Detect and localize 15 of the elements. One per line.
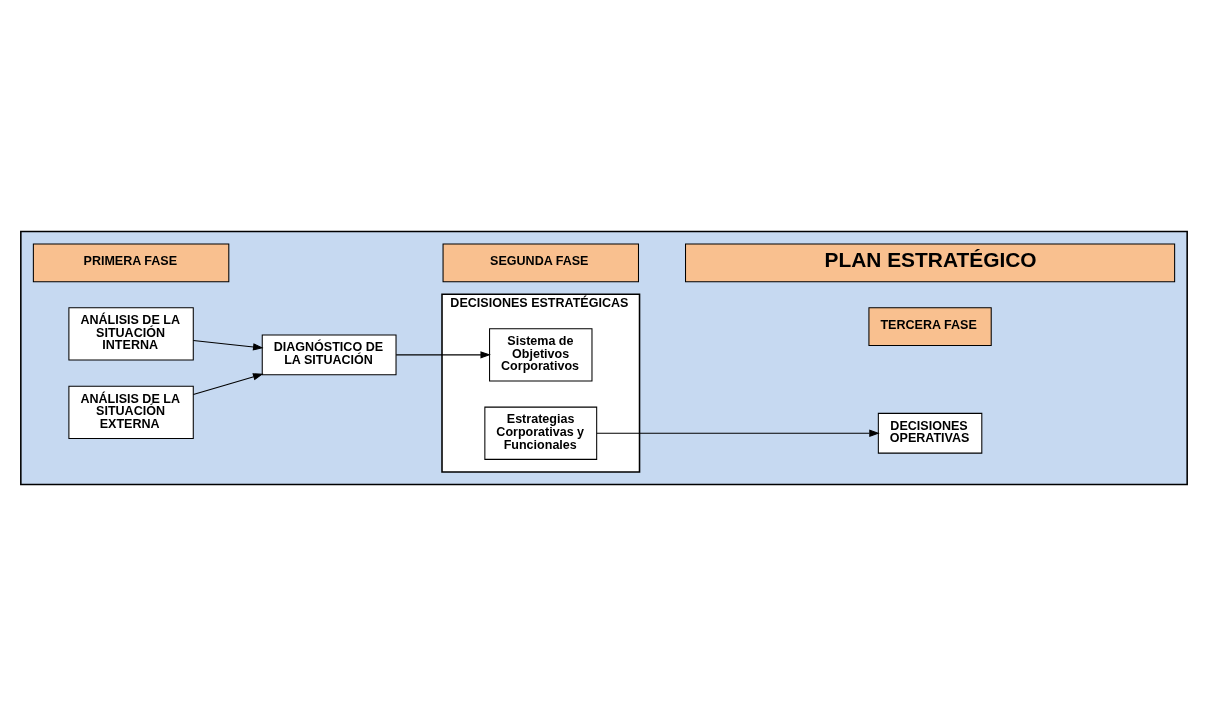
arrow (395, 350, 491, 359)
node-box: DIAGNÓSTICO DE LA SITUACIÓN (261, 334, 397, 375)
node-box: SEGUNDA FASE (442, 243, 639, 282)
node-box: PLAN ESTRATÉGICO (685, 243, 1176, 282)
arrow (192, 372, 264, 395)
node-box: ANÁLISIS DE LA SITUACIÓN EXTERNA (68, 385, 194, 439)
arrow (192, 339, 264, 350)
node-box: Sistema de Objetivos Corporativos (489, 327, 593, 381)
node-box: DECISIONES OPERATIVAS (877, 412, 983, 454)
cluster (20, 230, 1188, 485)
arrow (596, 429, 880, 437)
node-box: PRIMERA FASE (32, 243, 230, 282)
node-box: ANÁLISIS DE LA SITUACIÓN INTERNA (68, 306, 194, 361)
node-box: TERCERA FASE (868, 306, 992, 346)
node-box: Estrategias Corporativas y Funcionales (484, 406, 598, 460)
